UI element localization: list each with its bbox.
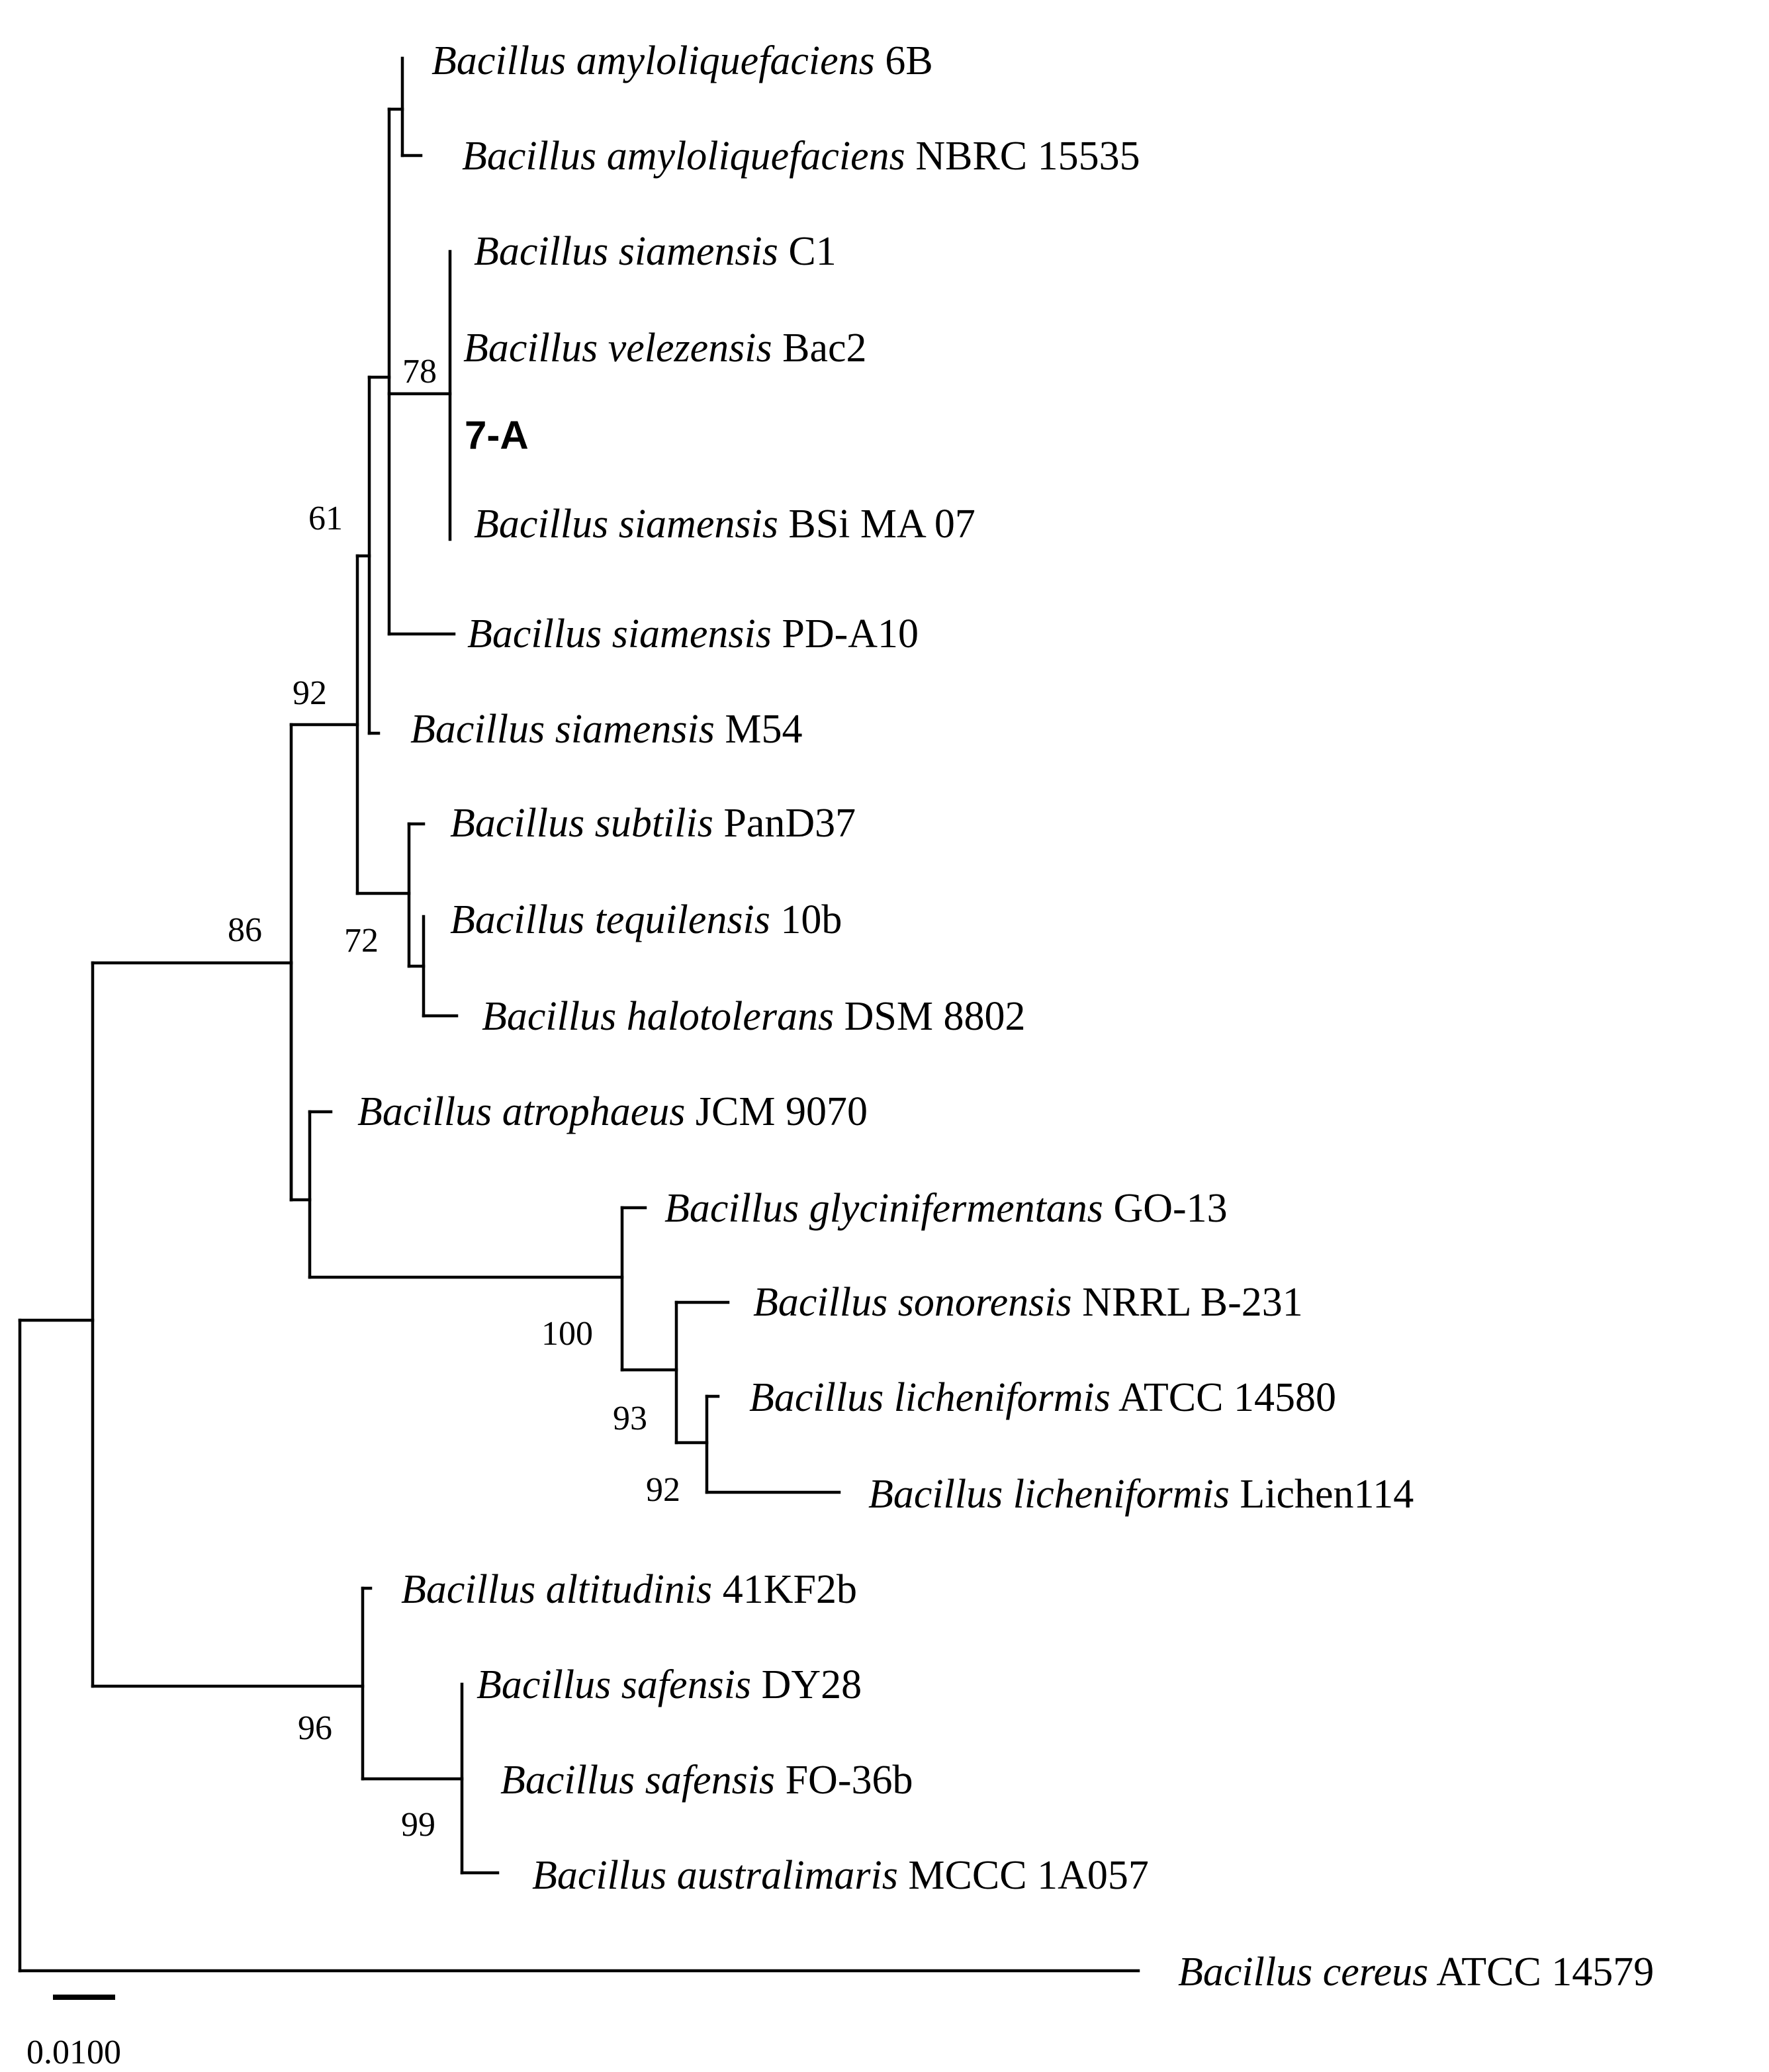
bootstrap-value-b96: 96 — [298, 1709, 332, 1747]
bootstrap-value-b92a: 92 — [293, 674, 327, 712]
bootstrap-value-b86: 86 — [228, 911, 262, 949]
taxon-label-ausmccc: Bacillus australimaris MCCC 1A057 — [532, 1853, 1149, 1898]
bootstrap-value-b78: 78 — [402, 353, 437, 390]
taxon-label-amynbrc: Bacillus amyloliquefaciens NBRC 15535 — [462, 134, 1140, 179]
taxon-genus: Bacillus — [450, 897, 584, 942]
taxon-strain: Lichen114 — [1240, 1472, 1414, 1517]
taxon-species: siamensis — [612, 611, 772, 656]
taxon-strain: PD-A10 — [782, 611, 919, 656]
taxon-label-subpan: Bacillus subtilis PanD37 — [450, 801, 856, 846]
taxon-strain: 7-A — [465, 413, 529, 457]
taxon-strain: MCCC 1A057 — [908, 1853, 1148, 1898]
taxon-species: glycinifermentans — [809, 1186, 1103, 1231]
taxon-strain: 41KF2b — [723, 1567, 857, 1612]
taxon-strain: BSi MA 07 — [788, 502, 975, 547]
taxon-strain: ATCC 14580 — [1118, 1375, 1336, 1420]
taxon-label-glygo: Bacillus glycinifermentans GO-13 — [664, 1186, 1228, 1231]
taxon-species: safensis — [645, 1758, 775, 1803]
taxon-label-licatcc: Bacillus licheniformis ATCC 14580 — [749, 1375, 1336, 1420]
taxon-strain: ATCC 14579 — [1436, 1950, 1654, 1995]
taxon-strain: DY28 — [762, 1662, 862, 1707]
bootstrap-value-b92b: 92 — [646, 1471, 680, 1509]
taxon-genus: Bacillus — [357, 1089, 492, 1134]
taxon-genus: Bacillus — [664, 1186, 799, 1231]
taxon-label-liclic: Bacillus licheniformis Lichen114 — [868, 1472, 1414, 1517]
taxon-genus: Bacillus — [431, 38, 566, 83]
taxon-genus: Bacillus — [401, 1567, 535, 1612]
taxon-species: velezensis — [608, 326, 772, 371]
taxon-label-sonnrrl: Bacillus sonorensis NRRL B-231 — [753, 1280, 1303, 1325]
taxon-strain: NRRL B-231 — [1082, 1280, 1303, 1325]
taxon-species: amyloliquefaciens — [607, 134, 905, 179]
bootstrap-value-b100: 100 — [541, 1315, 593, 1353]
taxon-genus: Bacillus — [500, 1758, 635, 1803]
taxon-label-sevenA: 7-A — [465, 413, 529, 457]
taxon-strain: NBRC 15535 — [915, 134, 1140, 179]
taxon-genus: Bacillus — [474, 502, 608, 547]
taxon-species: siamensis — [619, 229, 778, 274]
taxon-strain: PanD37 — [723, 801, 856, 846]
taxon-species: australimaris — [677, 1853, 898, 1898]
bootstrap-value-b99: 99 — [401, 1806, 435, 1844]
taxon-strain: JCM 9070 — [696, 1089, 868, 1134]
taxon-genus: Bacillus — [1178, 1950, 1312, 1995]
taxon-species: altitudinis — [546, 1567, 712, 1612]
taxon-genus: Bacillus — [476, 1662, 611, 1707]
taxon-species: siamensis — [619, 502, 778, 547]
taxon-label-teq10b: Bacillus tequilensis 10b — [450, 897, 842, 942]
bootstrap-values: 78 61 92 72 86 100 93 92 96 99 — [228, 353, 680, 1844]
taxon-species: siamensis — [555, 707, 715, 752]
taxon-label-velbac2: Bacillus velezensis Bac2 — [463, 326, 867, 371]
taxon-species: sonorensis — [898, 1280, 1072, 1325]
taxon-species: licheniformis — [1013, 1472, 1230, 1517]
taxon-genus: Bacillus — [868, 1472, 1003, 1517]
taxon-label-cerepatcc: Bacillus cereus ATCC 14579 — [1178, 1950, 1654, 1995]
taxon-label-saffo: Bacillus safensis FO-36b — [500, 1758, 913, 1803]
taxon-genus: Bacillus — [462, 134, 596, 179]
taxon-species: subtilis — [595, 801, 713, 846]
taxon-strain: 10b — [780, 897, 842, 942]
taxon-genus: Bacillus — [753, 1280, 887, 1325]
taxon-strain: DSM 8802 — [844, 994, 1026, 1039]
taxon-label-alt41: Bacillus altitudinis 41KF2b — [401, 1567, 857, 1612]
taxon-label-siam54: Bacillus siamensis M54 — [410, 707, 802, 752]
taxon-label-siabsi: Bacillus siamensis BSi MA 07 — [474, 502, 975, 547]
taxon-genus: Bacillus — [410, 707, 545, 752]
taxon-genus: Bacillus — [474, 229, 608, 274]
taxon-label-atrjcm: Bacillus atrophaeus JCM 9070 — [357, 1089, 868, 1134]
taxon-genus: Bacillus — [749, 1375, 884, 1420]
bootstrap-value-b72: 72 — [344, 922, 379, 960]
taxon-strain: C1 — [788, 229, 836, 274]
taxon-genus: Bacillus — [482, 994, 616, 1039]
taxon-strain: M54 — [725, 707, 802, 752]
taxon-label-amy6b: Bacillus amyloliquefaciens 6B — [431, 38, 933, 83]
taxon-label-siac1: Bacillus siamensis C1 — [474, 229, 837, 274]
taxon-strain: 6B — [885, 38, 932, 83]
taxon-species: safensis — [621, 1662, 751, 1707]
bootstrap-value-b61: 61 — [308, 500, 343, 537]
taxon-species: amyloliquefaciens — [576, 38, 875, 83]
taxon-strain: FO-36b — [786, 1758, 913, 1803]
taxon-genus: Bacillus — [450, 801, 584, 846]
tree-branches — [18, 56, 1140, 1973]
taxon-species: cereus — [1323, 1950, 1429, 1995]
taxon-label-siapd: Bacillus siamensis PD-A10 — [467, 611, 919, 656]
taxon-species: atrophaeus — [502, 1089, 686, 1134]
taxon-strain: GO-13 — [1113, 1186, 1227, 1231]
bootstrap-value-b93: 93 — [613, 1400, 647, 1437]
taxon-species: halotolerans — [627, 994, 834, 1039]
taxon-genus: Bacillus — [463, 326, 598, 371]
taxon-label-haldsm: Bacillus halotolerans DSM 8802 — [482, 994, 1026, 1039]
taxon-species: licheniformis — [894, 1375, 1111, 1420]
taxon-genus: Bacillus — [467, 611, 602, 656]
scale-bar: 0.0100 — [26, 1995, 121, 2071]
taxon-strain: Bac2 — [782, 326, 866, 371]
taxon-label-safdy: Bacillus safensis DY28 — [476, 1662, 862, 1707]
taxon-genus: Bacillus — [532, 1853, 666, 1898]
scale-bar-label: 0.0100 — [26, 2034, 121, 2071]
taxon-species: tequilensis — [595, 897, 770, 942]
